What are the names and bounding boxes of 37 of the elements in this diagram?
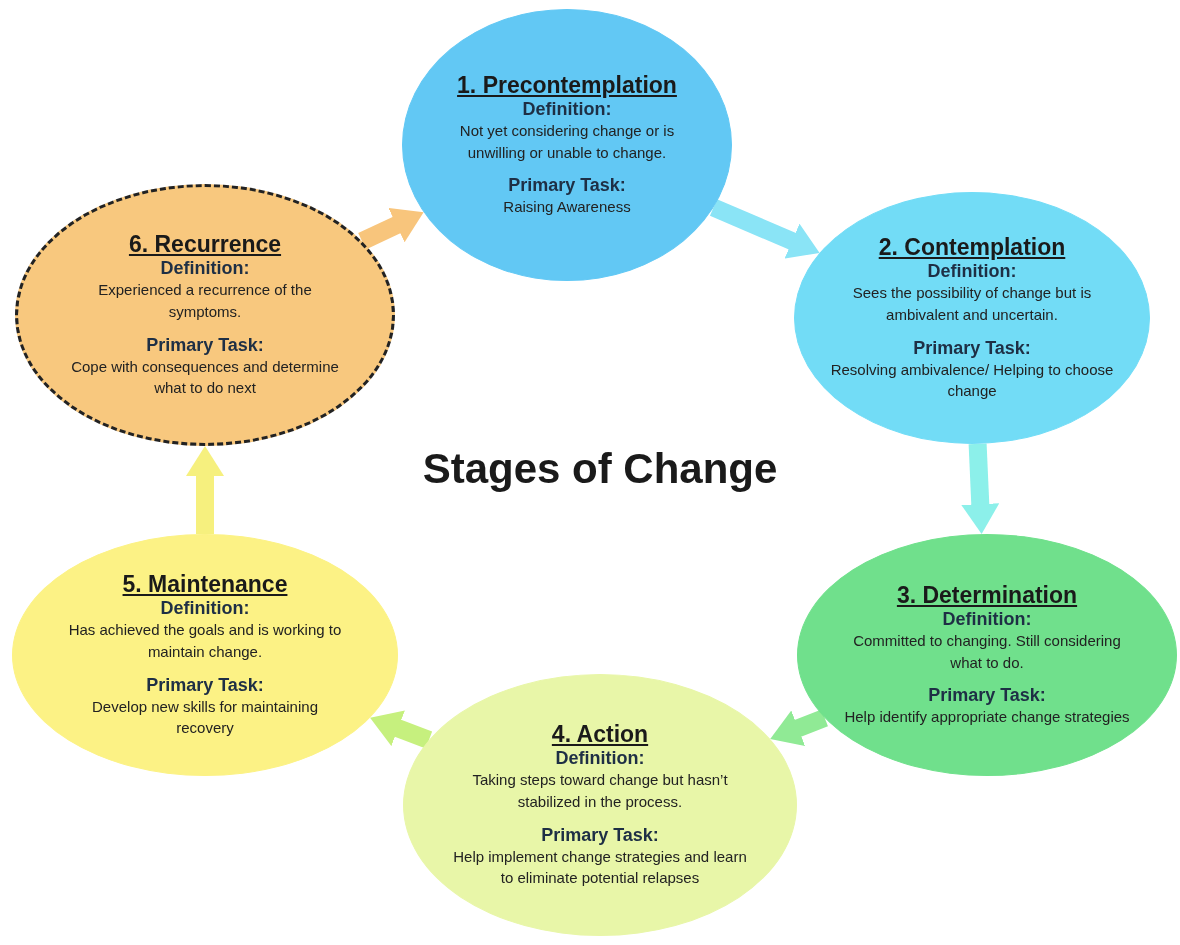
task-text: Cope with consequences and determine what to do next bbox=[70, 356, 340, 399]
definition-text: Sees the possibility of change but is ambivalent and uncertain. bbox=[851, 283, 1093, 325]
stage-title: 6. Recurrence bbox=[128, 231, 282, 258]
task-heading: Primary Task: bbox=[913, 337, 1031, 359]
stage-title: 4. Action bbox=[551, 721, 649, 748]
block-arrow bbox=[186, 446, 224, 534]
definition-text: Committed to changing. Still considering what to do. bbox=[852, 630, 1122, 673]
definition-text: Not yet considering change or is unwilling or unable to change. bbox=[458, 120, 676, 163]
task-heading: Primary Task: bbox=[146, 674, 264, 696]
task-heading: Primary Task: bbox=[928, 685, 1046, 707]
task-text: Help implement change strategies and learn to eliminate potential relapses bbox=[452, 846, 748, 889]
diagram-title: Stages of Change bbox=[421, 445, 779, 493]
stage-title: 3. Determination bbox=[896, 581, 1078, 609]
definition-heading: Definition: bbox=[160, 598, 250, 619]
definition-heading: Definition: bbox=[555, 748, 645, 769]
block-arrow bbox=[358, 207, 424, 250]
task-text: Resolving ambivalence/ Helping to choose change bbox=[829, 359, 1115, 402]
stage-title: 2. Contemplation bbox=[878, 234, 1066, 261]
task-heading: Primary Task: bbox=[146, 334, 264, 356]
definition-text: Has achieved the goals and is working to maintain change. bbox=[67, 620, 343, 662]
task-heading: Primary Task: bbox=[541, 824, 659, 846]
block-arrow bbox=[709, 199, 820, 259]
task-heading: Primary Task: bbox=[508, 175, 626, 197]
block-arrow bbox=[961, 443, 1000, 535]
stage-title: 1. Precontemplation bbox=[457, 71, 677, 99]
block-arrow bbox=[770, 709, 828, 746]
definition-text: Taking steps toward change but hasn’t stabilized in the process. bbox=[471, 770, 729, 812]
task-text: Help identify appropriate change strategies bbox=[844, 707, 1130, 728]
task-text: Develop new skills for maintaining recovery bbox=[91, 696, 319, 739]
task-text: Raising Awareness bbox=[503, 197, 631, 218]
block-arrow bbox=[370, 710, 433, 749]
definition-heading: Definition: bbox=[927, 261, 1017, 282]
definition-heading: Definition: bbox=[160, 258, 250, 279]
definition-text: Experienced a recurrence of the symptoms. bbox=[97, 280, 313, 322]
definition-heading: Definition: bbox=[942, 608, 1032, 630]
stage-title: 5. Maintenance bbox=[122, 571, 288, 598]
definition-heading: Definition: bbox=[522, 98, 612, 120]
